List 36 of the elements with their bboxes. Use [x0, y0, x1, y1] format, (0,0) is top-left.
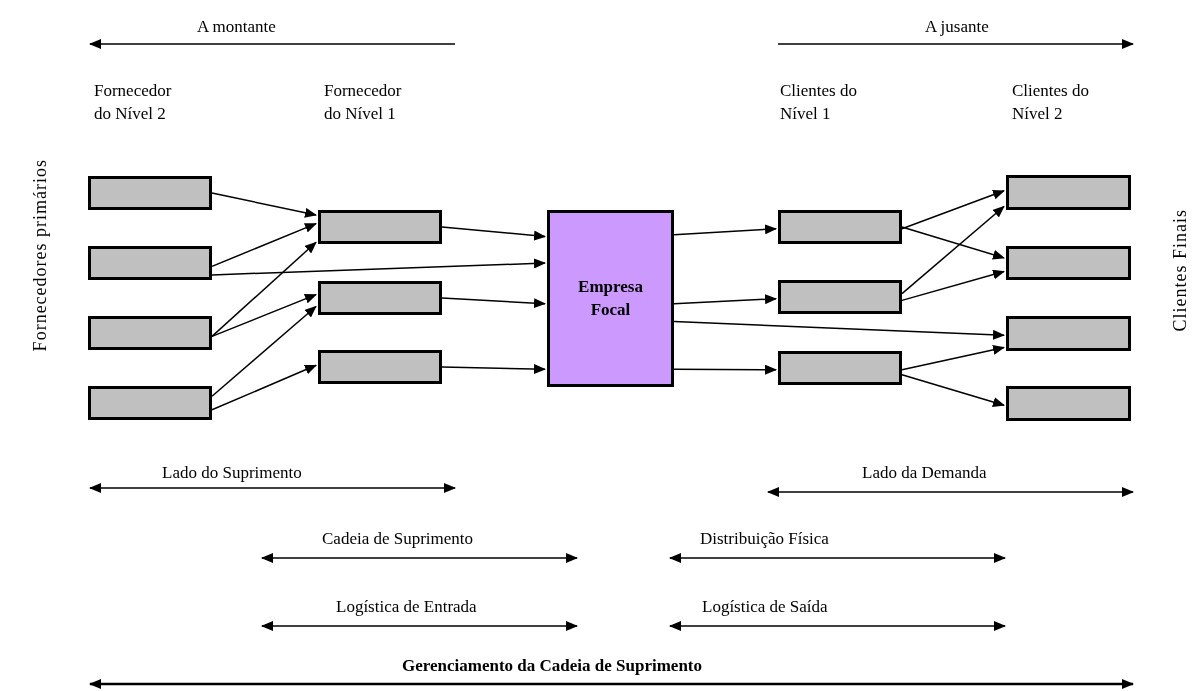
process-box	[1006, 316, 1131, 351]
process-box	[318, 350, 442, 384]
arrow	[441, 226, 546, 241]
arrow	[211, 241, 317, 338]
process-box	[318, 210, 442, 244]
arrow	[673, 294, 777, 305]
arrow	[211, 222, 317, 268]
process-box	[1006, 386, 1131, 421]
process-box	[1006, 246, 1131, 280]
arrow	[211, 305, 317, 397]
box-label: Empresa Focal	[577, 276, 644, 321]
arrow	[211, 364, 317, 411]
arrow	[673, 320, 1005, 340]
process-box	[318, 281, 442, 315]
process-box	[88, 246, 212, 280]
process-box	[88, 316, 212, 350]
arrow	[901, 374, 1005, 407]
arrow	[901, 344, 1005, 371]
process-box	[778, 280, 902, 314]
process-box	[547, 210, 674, 387]
arrow	[901, 189, 1005, 230]
arrow	[901, 205, 1005, 295]
arrow	[441, 364, 546, 375]
arrow	[673, 224, 777, 236]
process-box	[1006, 175, 1131, 210]
arrow	[211, 258, 546, 276]
process-box	[88, 176, 212, 210]
arrow	[441, 297, 546, 309]
process-box	[778, 210, 902, 244]
arrow	[901, 226, 1005, 260]
arrow	[901, 269, 1005, 302]
arrow	[211, 293, 317, 338]
process-box	[88, 386, 212, 420]
arrow	[211, 192, 317, 218]
process-box	[778, 351, 902, 385]
arrow	[673, 364, 777, 375]
